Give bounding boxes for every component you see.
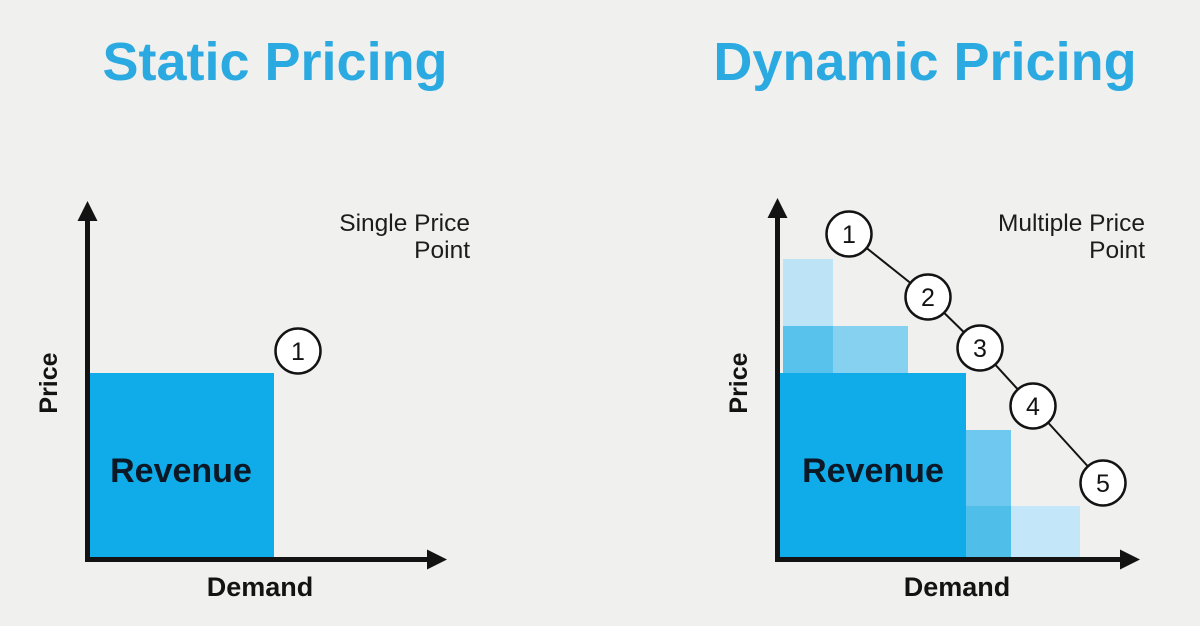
price-point-number: 2 [921,284,935,312]
dynamic-pricing-panel: Dynamic Pricing Multiple Price Point Rev… [600,0,1200,626]
annotation-line-1: Multiple Price [998,210,1145,237]
price-point-number: 1 [291,338,305,366]
price-step-4-5-overlap-bar [966,506,1011,560]
price-step-5-bar [1011,506,1080,560]
price-point-marker-1 [825,210,873,258]
price-axis-label: Price [35,352,63,413]
revenue-label: Revenue [110,452,252,490]
price-step-1-bar [783,259,833,326]
price-point-marker-3 [956,324,1004,372]
price-point-number: 3 [973,335,987,363]
price-axis-arrow-icon [77,201,98,221]
price-point-number: 4 [1026,393,1040,421]
annotation-line-1: Single Price [339,210,470,237]
price-point-marker-5 [1079,459,1127,507]
price-axis-label: Price [725,352,753,413]
price-point-number: 5 [1096,470,1110,498]
demand-axis-label: Demand [904,572,1011,602]
panel-title: Dynamic Pricing [713,32,1136,92]
revenue-label: Revenue [802,452,944,490]
demand-axis-label: Demand [207,572,314,602]
price-point-number: 1 [842,221,856,249]
static-pricing-panel: Static Pricing Single Price Point Revenu… [35,32,471,602]
price-point-marker-2 [904,273,952,321]
panel-title: Static Pricing [102,32,447,92]
demand-axis-arrow-icon [427,549,447,570]
price-step-2-bar [833,326,908,373]
price-point-marker-1 [274,327,322,375]
price-point-marker-4 [1009,382,1057,430]
annotation-line-2: Point [414,237,470,264]
annotation-line-2: Point [1089,237,1145,264]
price-axis-arrow-icon [767,198,788,218]
price-step-4-bar [966,430,1011,506]
demand-axis-arrow-icon [1120,549,1140,570]
price-step-1-2-overlap-bar [783,326,833,373]
revenue-area [88,373,274,560]
revenue-area [780,373,966,560]
